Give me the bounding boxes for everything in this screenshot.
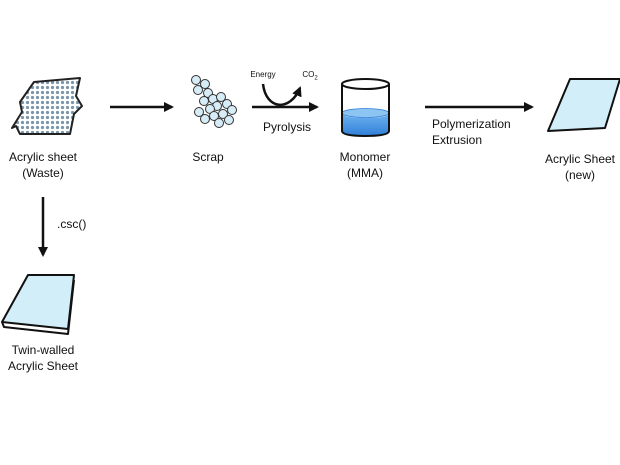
pyrolysis-label: Pyrolysis — [262, 120, 311, 134]
twin-label-line2: Acrylic Sheet — [7, 359, 79, 373]
co2-label-sub: 2 — [314, 75, 318, 82]
co2-label-text: CO — [302, 70, 315, 79]
waste-sheet-icon — [11, 77, 83, 135]
monomer-label-line2: (MMA) — [347, 166, 383, 180]
twin-label: Twin-walled Acrylic Sheet — [0, 342, 88, 374]
scrap-label: Scrap — [192, 150, 224, 164]
waste-label-line1: Acrylic sheet — [8, 150, 78, 164]
polymerization-label-line1: Polymerization — [432, 117, 511, 131]
new-sheet-label-line2: (new) — [564, 168, 595, 182]
polymerization-label-line2: Extrusion — [432, 133, 483, 147]
new-sheet-icon — [547, 78, 620, 132]
monomer-label: Monomer (MMA) — [325, 149, 405, 181]
polymerization-label: Polymerization Extrusion — [432, 116, 532, 148]
twin-walled-sheet-icon — [1, 274, 75, 335]
monomer-beaker-icon — [341, 78, 390, 138]
twin-label-line1: Twin-walled — [11, 343, 75, 357]
energy-label: Energy — [250, 70, 276, 79]
scrap-pellets-icon — [191, 75, 237, 128]
waste-label-line2: (Waste) — [22, 166, 64, 180]
new-sheet-label: Acrylic Sheet (new) — [537, 151, 620, 183]
csc-label: .csc() — [57, 217, 87, 231]
monomer-label-line1: Monomer — [339, 150, 391, 164]
new-sheet-label-line1: Acrylic Sheet — [544, 152, 616, 166]
co2-label: CO2 — [295, 70, 325, 84]
waste-label: Acrylic sheet (Waste) — [0, 149, 88, 181]
pyrolysis-arrow — [252, 83, 319, 112]
